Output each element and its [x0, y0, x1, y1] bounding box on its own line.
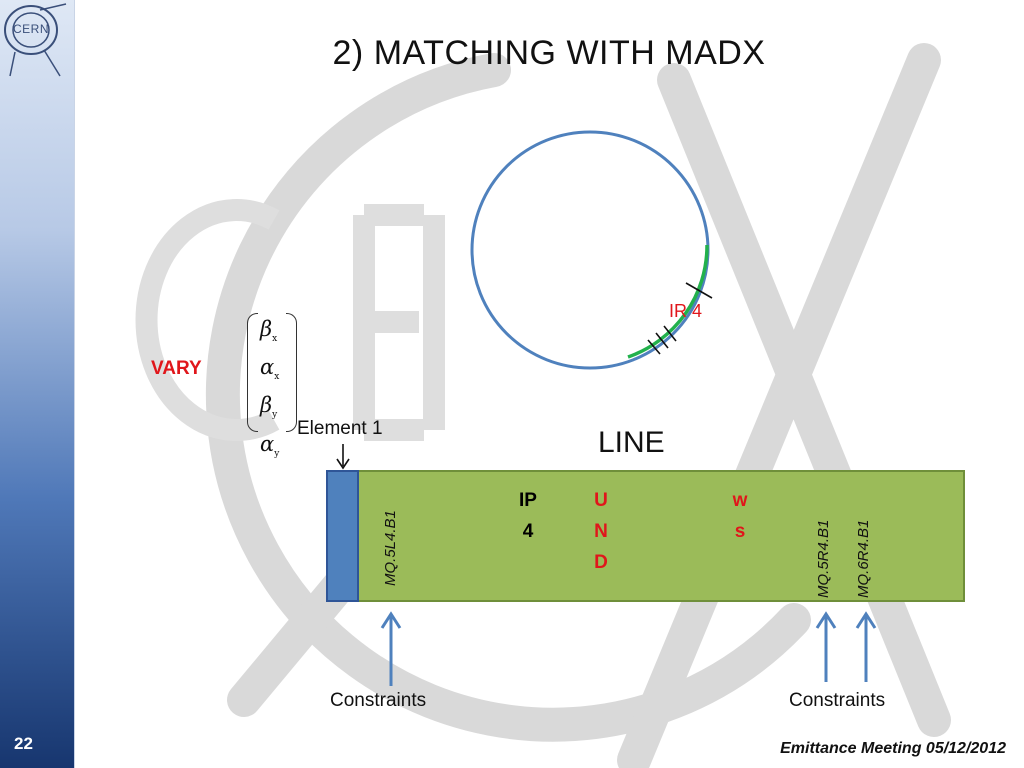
logo-text: CERN	[12, 22, 49, 36]
line-label: LINE	[598, 426, 665, 459]
footer-text: Emittance Meeting 05/12/2012	[780, 740, 1006, 757]
cern-logo: CERN	[0, 0, 74, 80]
vector-entry: αx	[260, 355, 280, 383]
constraint-arrow-right-2	[855, 611, 877, 682]
vector-right-paren	[286, 313, 297, 432]
ir-label: IR 4	[669, 301, 703, 321]
magnet-label-left: MQ.5L4.B1	[382, 510, 399, 586]
constraints-label-left: Constraints	[330, 690, 427, 711]
page-number: 22	[14, 734, 33, 753]
ring-ir4-section	[627, 244, 709, 359]
constraint-arrow-left	[380, 611, 402, 686]
ip-label: IP 4	[519, 490, 537, 542]
ring-tick	[647, 339, 661, 355]
magnet-label-right-1: MQ.5R4.B1	[815, 519, 832, 598]
und-label: U N D	[594, 490, 608, 573]
ring-tick	[655, 332, 669, 349]
cern-watermark	[135, 43, 951, 768]
ring-tick	[663, 325, 677, 342]
twiss-vector: βx αx βy αy	[247, 313, 297, 459]
ring	[470, 130, 710, 370]
magnet-label-right-2: MQ.6R4.B1	[855, 519, 872, 598]
vary-label: VARY	[151, 358, 202, 379]
element-1-label: Element 1	[297, 418, 383, 439]
line-bar	[326, 470, 965, 602]
vector-entry: αy	[260, 431, 280, 459]
constraint-arrow-right-1	[815, 611, 837, 682]
slide-title: 2) MATCHING WITH MADX	[332, 34, 766, 72]
sidebar-gradient: CERN 22	[0, 0, 75, 768]
vector-left-paren	[247, 313, 258, 432]
vector-entry: βy	[260, 393, 278, 421]
ws-label: w s	[732, 490, 748, 542]
ring-tick	[685, 282, 713, 299]
vector-entry: βx	[260, 317, 278, 345]
constraints-label-right: Constraints	[789, 690, 886, 711]
element-1-block	[326, 470, 359, 602]
